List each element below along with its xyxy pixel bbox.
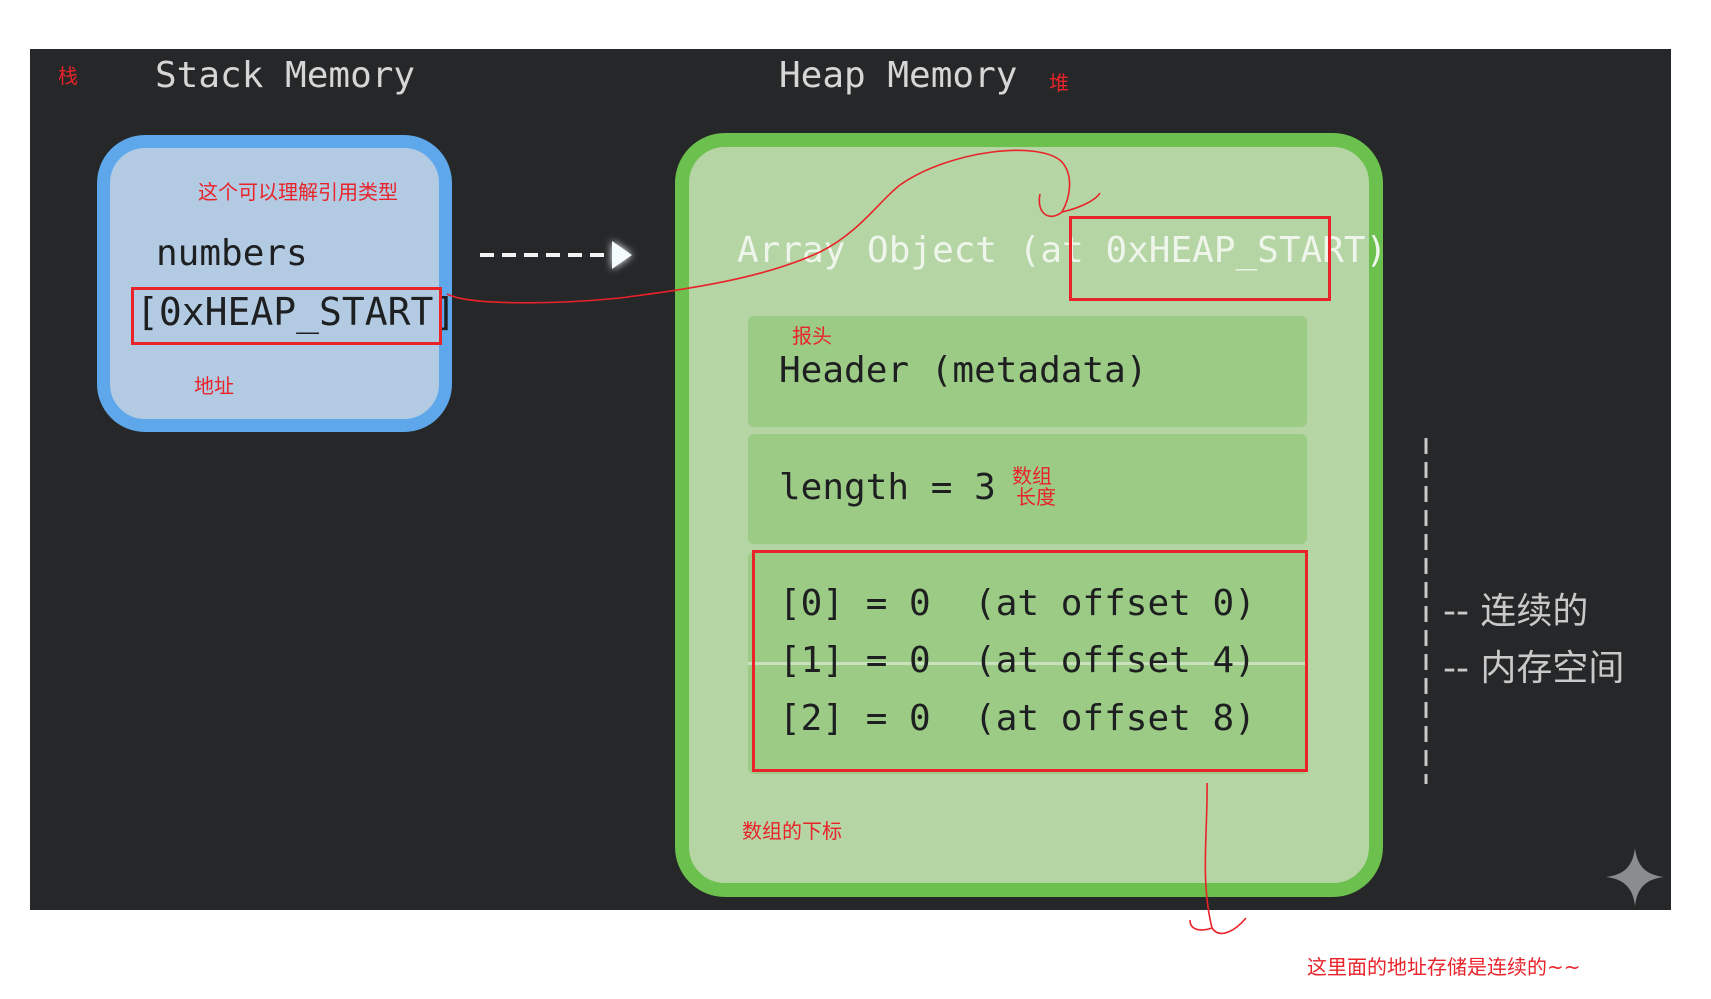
array-index-note: 数组的下标 [742, 819, 842, 843]
stack-address-value: [0xHEAP_START] [136, 290, 457, 334]
array-element-1: [1] = 0 (at offset 4) [779, 640, 1256, 681]
stack-memory-box [97, 135, 452, 432]
array-element-2: [2] = 0 (at offset 8) [779, 698, 1256, 739]
address-note: 地址 [194, 374, 234, 398]
arrow-right-icon [480, 241, 632, 269]
side-label-contiguous: -- 连续的 [1443, 591, 1589, 632]
variable-name: numbers [156, 233, 308, 274]
length-note-line1: 数组 [1012, 464, 1052, 488]
heap-memory-title: Heap Memory [779, 55, 1018, 96]
heap-note: 堆 [1049, 71, 1069, 95]
sparkle-icon [1606, 848, 1664, 906]
elements-highlight-box [752, 550, 1308, 772]
stack-note: 栈 [58, 64, 78, 88]
length-label: length = 3 [779, 467, 996, 508]
length-note-line2: 长度 [1016, 485, 1056, 509]
header-label: Header (metadata) [779, 350, 1148, 391]
heap-address-highlight-box [1069, 216, 1331, 301]
contiguous-address-note: 这里面的地址存储是连续的~~ [1307, 955, 1581, 979]
array-element-0: [0] = 0 (at offset 0) [779, 583, 1256, 624]
heap-length-row [748, 434, 1307, 544]
element-divider [748, 662, 1307, 665]
heap-header-row [748, 316, 1307, 427]
header-note: 报头 [792, 324, 832, 348]
contiguous-bracket-line [1424, 438, 1428, 784]
side-label-memory-space: -- 内存空间 [1443, 648, 1625, 689]
reference-type-note: 这个可以理解引用类型 [198, 180, 398, 204]
address-highlight-box [131, 287, 442, 345]
stack-memory-title: Stack Memory [155, 55, 416, 96]
